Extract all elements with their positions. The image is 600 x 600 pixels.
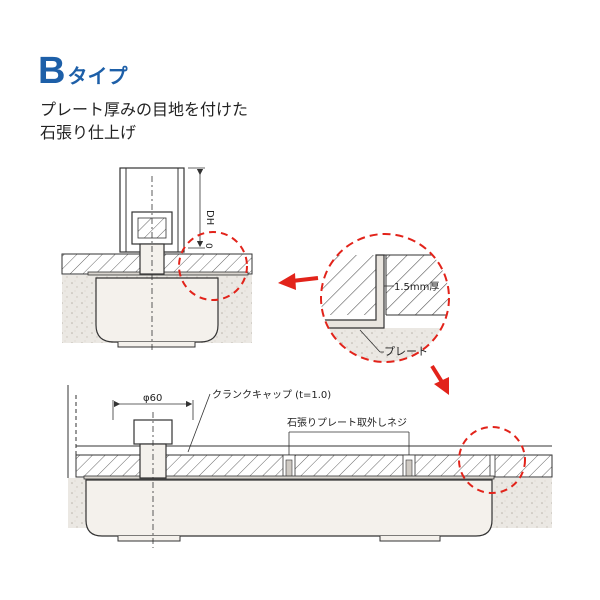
type-letter: B (38, 50, 66, 92)
detail-circle-upper (178, 231, 248, 301)
description-line-2: 石張り仕上げ (40, 123, 137, 142)
arrow-left-shaft (291, 276, 319, 283)
type-suffix: タイプ (67, 64, 128, 88)
detail-circle (320, 233, 450, 363)
dh-label: DH (204, 210, 215, 225)
arrow-down-shaft (430, 364, 444, 384)
detail-view: 1.5mm厚 プレート (320, 233, 450, 363)
arrow-down-head (434, 377, 449, 395)
lower-section-view: φ60 クランクキャップ (t=1.0) 石張りプレート取外しネジ (67, 385, 553, 548)
body-lower (85, 479, 493, 537)
phi60-label: φ60 (143, 393, 162, 404)
thickness-label: 1.5mm厚 (394, 281, 439, 293)
description-line-1: プレート厚みの目地を付けた (40, 100, 249, 119)
red-arrows (278, 273, 449, 395)
zero-label: 0 (203, 243, 213, 249)
screw-label: 石張りプレート取外しネジ (287, 417, 407, 429)
detail-circle-lower (458, 426, 526, 494)
plate-label: プレート (384, 345, 428, 358)
crank-cap-label: クランクキャップ (t=1.0) (212, 389, 331, 401)
body-upper (95, 277, 219, 343)
type-description: プレート厚みの目地を付けた 石張り仕上げ (40, 98, 248, 144)
upper-section-view: DH 0 (61, 167, 253, 350)
arrow-left-head (278, 273, 296, 290)
